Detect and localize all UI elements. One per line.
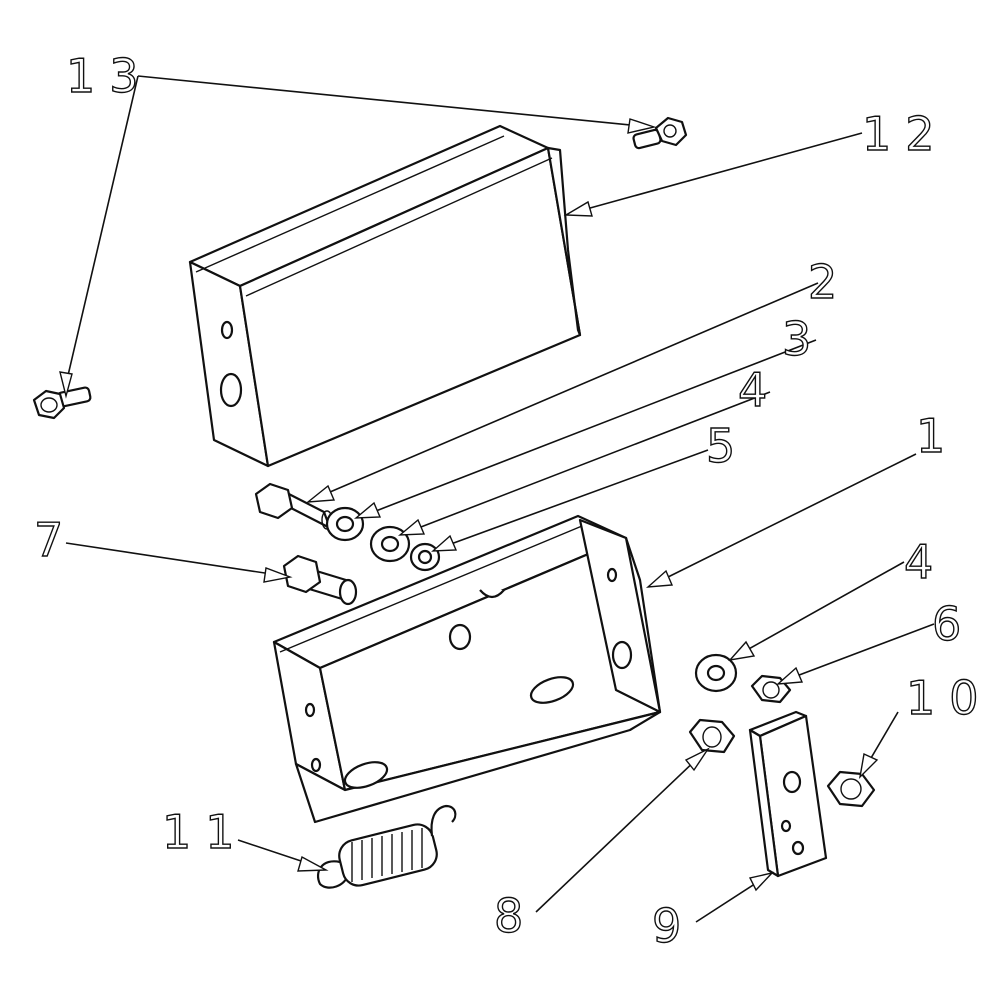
callout-2: 2 bbox=[808, 255, 851, 309]
callout-1: 1 bbox=[916, 409, 959, 463]
part-5-washer bbox=[409, 542, 441, 572]
part-7-shoulder-bolt bbox=[282, 554, 358, 606]
callout-5: 5 bbox=[706, 419, 749, 473]
callout-12: 12 bbox=[862, 107, 949, 161]
leader-lines bbox=[59, 75, 935, 923]
callout-9: 9 bbox=[652, 899, 695, 953]
part-13-screw-left bbox=[32, 386, 92, 420]
callout-labels: 13 12 2 3 4 5 1 7 4 6 10 11 8 9 bbox=[33, 48, 993, 953]
part-2-bolt bbox=[254, 482, 333, 530]
part-10-nut bbox=[826, 770, 876, 808]
part-8-nut bbox=[688, 718, 736, 754]
part-1-bracket bbox=[272, 514, 662, 824]
callout-6: 6 bbox=[932, 597, 975, 651]
callout-10: 10 bbox=[906, 671, 993, 725]
part-9-plate bbox=[748, 710, 828, 878]
callout-3: 3 bbox=[782, 312, 825, 366]
callout-11: 11 bbox=[162, 805, 249, 859]
part-4-washer-lower bbox=[694, 653, 738, 693]
part-3-washer bbox=[325, 506, 365, 542]
callout-13: 13 bbox=[66, 49, 153, 103]
part-13-screw-right bbox=[632, 116, 688, 150]
callout-7: 7 bbox=[34, 513, 77, 567]
callout-8: 8 bbox=[494, 889, 537, 943]
callout-4-lower: 4 bbox=[904, 535, 947, 589]
part-12-cover bbox=[188, 124, 582, 468]
part-11-spring bbox=[316, 804, 457, 889]
callout-4-upper: 4 bbox=[738, 363, 781, 417]
